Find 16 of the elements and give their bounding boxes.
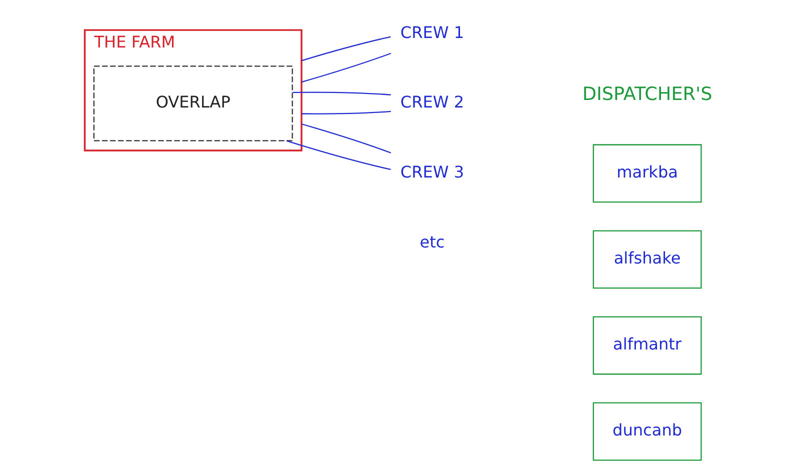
- connector: [301, 123, 392, 154]
- connector: [286, 140, 391, 170]
- connector: [292, 92, 391, 96]
- node-text: CREW 1: [400, 22, 464, 42]
- node-box: OVERLAP: [93, 66, 293, 142]
- node-text: CREW 3: [400, 162, 464, 182]
- label: DISPATCHER'S: [582, 84, 712, 105]
- node-box: alfshake: [592, 230, 702, 289]
- connector: [301, 52, 392, 83]
- label: etc: [420, 232, 445, 252]
- node-box: markba: [592, 144, 702, 203]
- connector: [302, 110, 391, 114]
- node-box: alfmantr: [592, 316, 702, 375]
- node-box: duncanb: [592, 402, 702, 461]
- node-text: CREW 2: [400, 92, 464, 112]
- connector: [301, 36, 391, 62]
